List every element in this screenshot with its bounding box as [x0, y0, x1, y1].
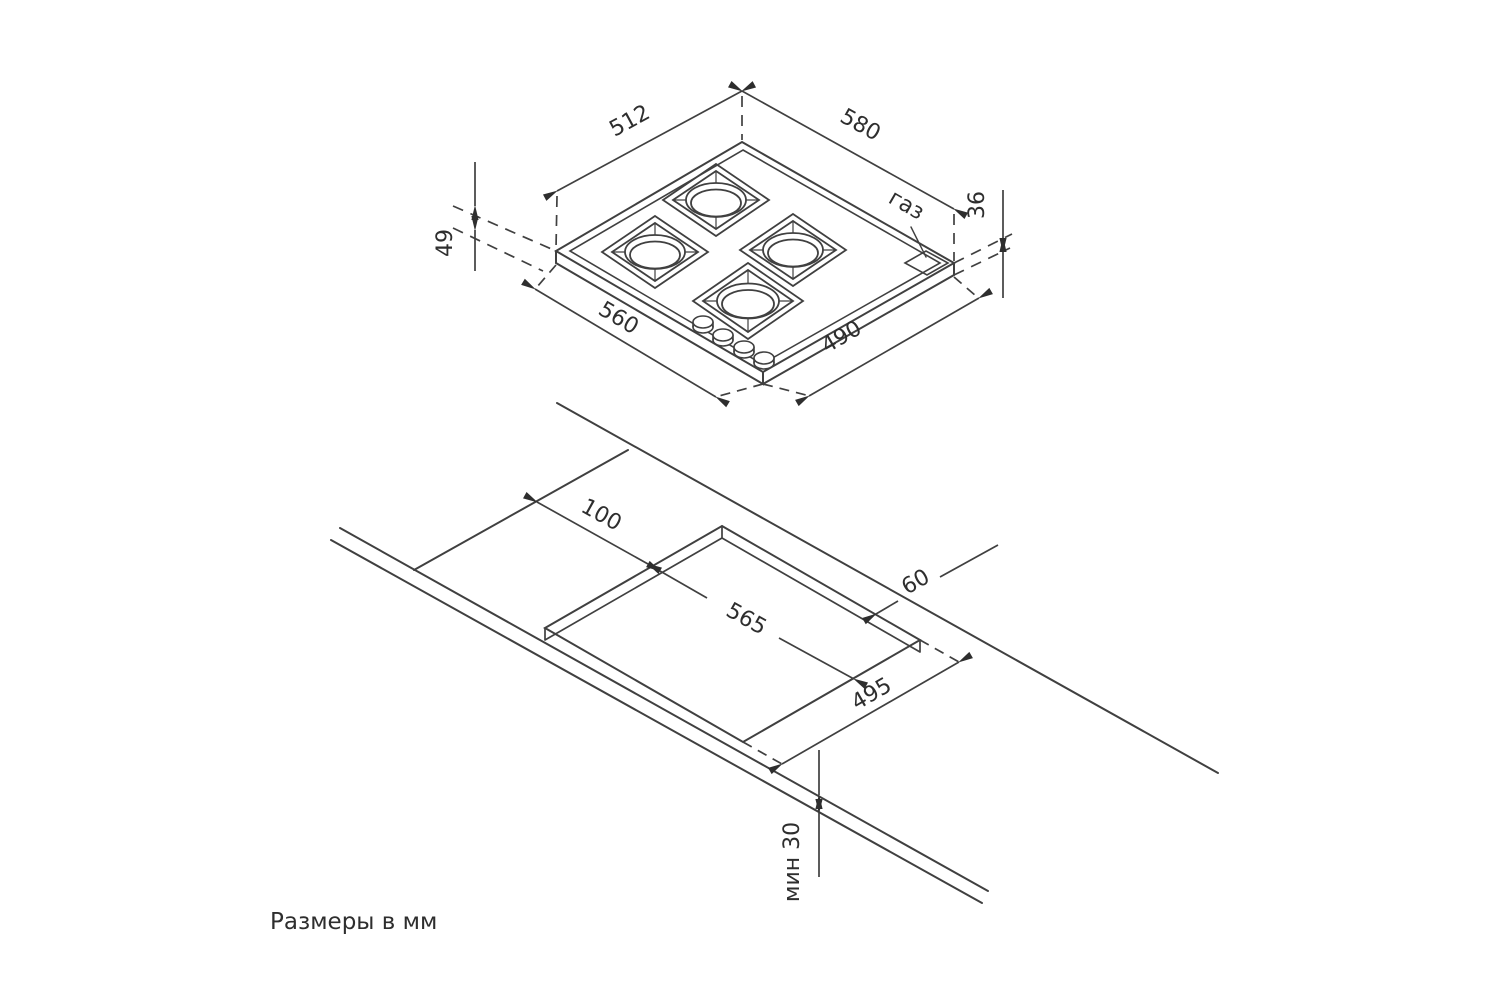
- burner-back: [661, 162, 771, 238]
- dim-label-height-left: 49: [433, 229, 458, 257]
- cutout-inner-wall: [544, 525, 921, 653]
- units-note: Размеры в мм: [270, 909, 437, 935]
- dim-label-depth-bottom: 490: [817, 316, 866, 359]
- countertop-left-edge: [413, 449, 629, 571]
- gas-inlet-plate: [903, 250, 950, 276]
- burner-left: [600, 214, 710, 290]
- dim-label-depth-top: 580: [836, 104, 885, 146]
- countertop-back-edge: [556, 402, 1219, 774]
- dim-label-cutout-width: 495: [847, 673, 896, 716]
- dim-label-min-thickness: мин 30: [780, 822, 805, 902]
- dim-label-width-top: 512: [605, 100, 654, 142]
- countertop-thickness-edge: [330, 539, 983, 904]
- dim-label-edge-offset: 100: [577, 494, 626, 536]
- hob-dimensions: [452, 81, 1013, 408]
- burner-right: [738, 212, 848, 288]
- dim-label-cutout-length: 565: [722, 598, 771, 640]
- dim-label-height-right: 36: [965, 191, 990, 219]
- dim-label-back-gap: 60: [897, 565, 934, 601]
- countertop-front-edge: [339, 527, 989, 892]
- control-knobs: [692, 315, 775, 370]
- cutout-dimensions: [523, 492, 999, 877]
- countertop-drawing: [330, 402, 1219, 904]
- gas-leader-line: [910, 226, 927, 258]
- dim-label-width-bottom: 560: [594, 297, 643, 340]
